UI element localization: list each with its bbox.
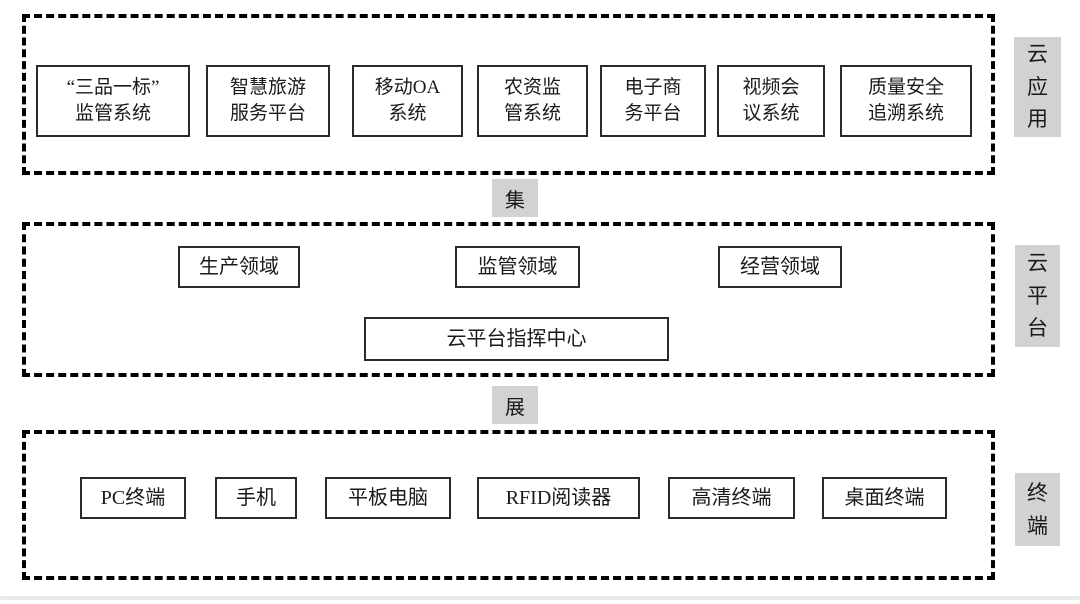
platform-box-label: 经营领域 [740,255,820,278]
terminal-box-hd-terminal: 高清终端 [668,477,795,519]
platform-box-label: 生产领域 [199,255,279,278]
cloud-platform-layer-outline [22,222,995,377]
page-bottom-edge [0,596,1080,600]
terminal-box-label: 平板电脑 [348,486,428,509]
app-box-ecommerce: 电子商 务平台 [600,65,706,137]
app-box-label: 智慧旅游 服务平台 [229,77,306,124]
terminal-box-desktop-terminal: 桌面终端 [822,477,947,519]
platform-box-label: 监管领域 [477,255,558,278]
platform-box-operation-domain: 经营领域 [718,246,842,288]
platform-box-production-domain: 生产领域 [178,246,300,288]
terminal-layer-outline [22,430,995,580]
connector-expand: 展 [492,386,538,424]
terminal-box-pc: PC终端 [80,477,186,519]
app-box-quality-traceability: 质量安全 追溯系统 [840,65,972,137]
terminal-side-label: 终端 [1015,473,1060,546]
platform-command-center-label: 云平台指挥中心 [446,327,587,350]
terminal-box-label: 桌面终端 [844,486,925,509]
app-box-label: 质量安全 追溯系统 [867,77,944,124]
app-box-smart-tourism: 智慧旅游 服务平台 [206,65,330,137]
platform-command-center-box: 云平台指挥中心 [364,317,669,361]
cloud-platform-side-label: 云平台 [1015,245,1060,347]
terminal-box-label: PC终端 [100,486,166,509]
terminal-box-label: RFID阅读器 [505,486,612,509]
app-box-sanpinyibiao: “三品一标” 监管系统 [36,65,190,137]
app-box-label: 农资监 管系统 [503,77,561,124]
connector-collect: 集 [492,179,538,217]
terminal-box-tablet: 平板电脑 [325,477,451,519]
terminal-box-rfid-reader: RFID阅读器 [477,477,640,519]
app-box-label: “三品一标” 监管系统 [66,77,160,124]
app-box-mobile-oa: 移动OA 系统 [352,65,463,137]
cloud-application-layer-outline [22,14,995,175]
connector-expand-text: 展 [505,396,525,419]
app-box-label: 电子商 务平台 [624,77,682,124]
terminal-box-label: 高清终端 [691,486,772,509]
app-box-label: 移动OA 系统 [374,77,441,124]
app-box-label: 视频会 议系统 [742,77,800,124]
app-box-video-conference: 视频会 议系统 [717,65,825,137]
cloud-application-side-label: 云应用 [1014,37,1061,137]
side-label-text: 云平台 [1027,251,1048,341]
platform-box-regulation-domain: 监管领域 [455,246,580,288]
side-label-text: 终端 [1027,480,1048,538]
terminal-box-mobile-phone: 手机 [215,477,297,519]
side-label-text: 云应用 [1027,42,1048,132]
terminal-box-label: 手机 [236,486,276,509]
app-box-agri-supply-regulation: 农资监 管系统 [477,65,588,137]
connector-collect-text: 集 [505,189,525,212]
